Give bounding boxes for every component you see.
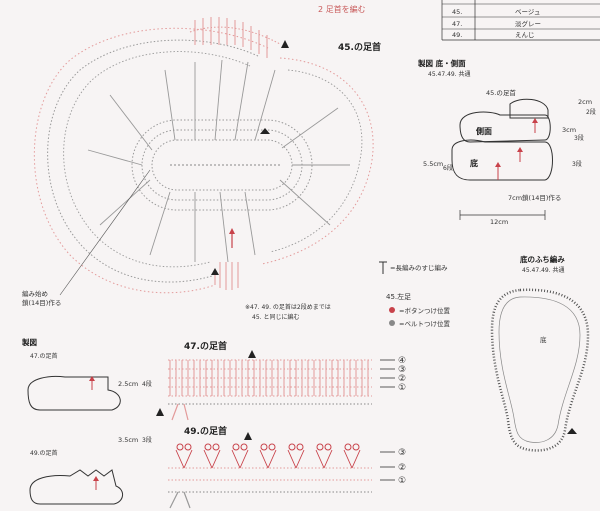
round [261,57,374,265]
note-47-49-b: 45. と同じに編む [252,313,299,321]
chain-note: 7cm鎖(14目)作る [508,193,561,202]
seido-top-subtitle: 45.47.49. 共通 [428,70,471,78]
direction-arrowhead [495,162,501,167]
direction-arrowhead [93,476,99,481]
legend-button: =ボタンつけ位置 [399,306,450,315]
legend-belt: =ベルトつけ位置 [399,319,450,328]
color-row-name: 淡グレー [515,19,541,28]
ankle-49-row-number: ② [398,463,406,473]
ankle-49-stitches [175,449,361,469]
sole-inner-outline [498,296,581,443]
direction-arrowhead [532,118,538,123]
seido-top-ankle: 45.の足首 [486,88,516,97]
round [269,69,363,253]
dim-3cm: 3cm [562,126,576,134]
ankle-47-title: 47.の足首 [184,340,227,352]
ankle-49-chart: 49.の足首 ③ ② ① [168,425,406,509]
stitch-spokes [87,59,350,263]
seido-top-title: 製図 底・側面 [417,58,466,68]
main-crochet-chart: 45.の足首 編み始め 鎖(14目)作る ※47. 49. の足首は2段めまでは… [22,17,381,321]
sole-piece [451,139,553,181]
side-piece [459,111,551,143]
seido-49-dim: 3.5cm [118,436,138,444]
ankle-49-rounds [168,467,372,481]
side-label: 側面 [475,126,492,136]
ankle-49-strap [169,491,191,509]
ankle-49-row-number: ① [398,476,406,486]
seido-49: 49.の足首 3.5cm 3段 [29,436,152,505]
round [63,51,251,268]
ankle-47-arrows [380,359,395,388]
direction-arrowhead [89,376,95,381]
ankle-49-title: 49.の足首 [184,425,227,437]
direction-arrowhead [517,147,523,152]
start-marker [281,40,289,48]
button-pos-icon [389,307,395,313]
start-marker [567,428,577,434]
dim-3cm-rows: 3段 [574,134,584,142]
dim-2cm: 2cm [578,98,592,106]
chain-start-line: 鎖(14目)作る [22,298,61,307]
ankle-49-picots [176,443,360,451]
seido-top: 製図 底・側面 45.47.49. 共通 45.の足首 側面 底 2cm 2段 … [417,58,596,226]
color-row-no: 45. [452,8,462,16]
ankle-47-row-number: ② [398,374,406,384]
sole-edge-label: 底 [540,335,547,344]
note-47-49: ※47. 49. の足首は2段めまでは [245,303,331,311]
ankle-rows [189,17,281,290]
color-row-name: えんじ [515,31,535,39]
ankle-47-strap [171,403,189,421]
shoe-outline-47 [27,375,121,411]
seido-47-rows: 4段 [142,380,152,388]
ankle-label: 45.の足首 [338,41,381,53]
start-marker [211,268,219,275]
seido-47: 製図 47.の足首 2.5cm 4段 [21,337,152,411]
ankle-47-rounds [168,359,372,397]
seido-49-subtitle: 49.の足首 [30,449,58,457]
ankle-47-row-number: ① [398,383,406,393]
shoe-outline-49 [29,469,123,505]
sole-edge: 底のふち編み 45.47.49. 共通 底 [490,254,590,452]
ankle-49-arrows [380,451,395,481]
sole-outline [490,288,590,452]
color-row-no: 47. [452,20,462,28]
color-row-no: 49. [452,31,462,39]
sole-edge-subtitle: 45.47.49. 共通 [522,266,565,274]
dim-55cm-rows: 6段 [443,164,453,172]
leader-line [59,169,151,296]
dim-55cm: 5.5cm [423,160,443,168]
chain-start-line: 編み始め [22,289,48,298]
legend-title: 45.左足 [386,292,411,301]
dim-2cm-rows: 2段 [586,108,596,116]
seido-47-title: 製図 [21,337,37,347]
seido-49-rows: 3段 [142,436,152,444]
ankle-47-chart: 47.の足首 ④ ③ ② ① [156,340,406,421]
ankle-49-row-number: ③ [398,448,406,458]
chain-start-note: 編み始め 鎖(14目)作る [22,289,61,307]
start-marker [260,128,270,134]
step-label: 2 足首を編む [318,4,366,14]
start-marker [248,350,256,358]
legend-item: =長編みのすじ編み [390,263,448,272]
legend: =長編みのすじ編み 45.左足 =ボタンつけ位置 =ベルトつけ位置 [379,261,450,328]
start-marker [244,432,252,440]
ankle-47-row-number: ③ [398,365,406,375]
dim-12cm: 12cm [490,218,508,226]
seido-47-subtitle: 47.の足首 [30,352,58,360]
ankle-47-row-number: ④ [398,356,406,366]
color-table: 45. ベージュ 47. 淡グレー 49. えんじ [441,0,600,41]
seido-47-dim: 2.5cm [118,380,138,388]
belt-pos-icon [389,320,395,326]
dim-3-rows: 3段 [572,160,582,168]
sole-edge-title: 底のふち編み [520,254,565,264]
direction-arrowhead [229,228,235,234]
sole-label: 底 [469,158,478,168]
outer-round [33,27,269,294]
start-marker [156,408,164,416]
color-row-name: ベージュ [515,8,540,16]
